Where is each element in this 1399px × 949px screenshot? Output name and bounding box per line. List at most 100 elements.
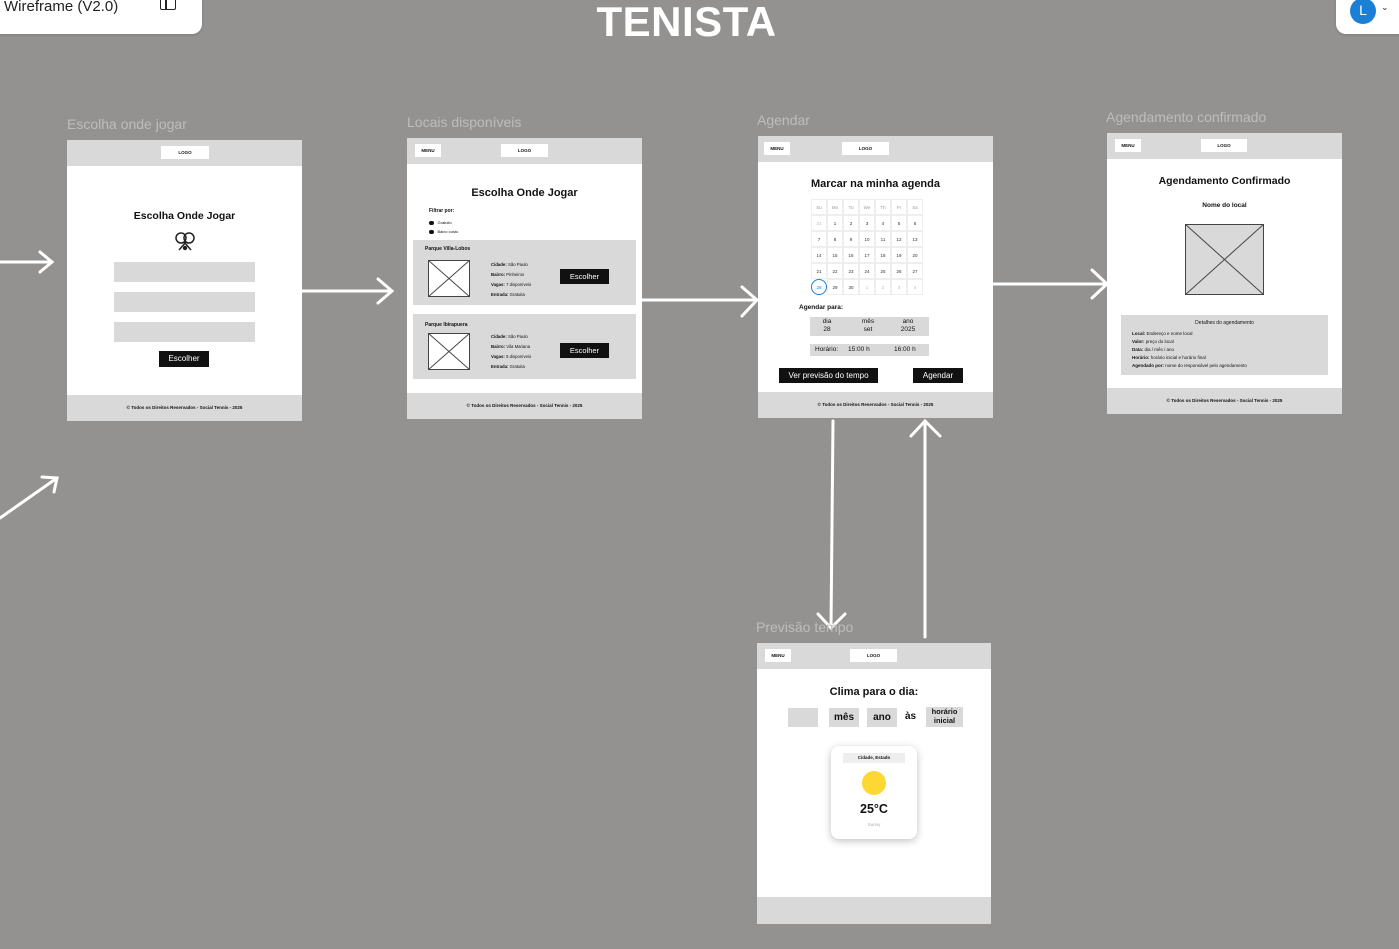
frame-label-previsao[interactable]: Previsão tempo: [756, 619, 854, 635]
calendar-weekday: Su: [811, 199, 827, 215]
input-field-3[interactable]: [114, 322, 255, 342]
calendar-day-selected[interactable]: 28: [811, 279, 827, 295]
subheading: Nome do local: [1202, 202, 1247, 209]
calendar-day[interactable]: 30: [843, 279, 859, 295]
calendar-day[interactable]: 9: [843, 231, 859, 247]
calendar-day[interactable]: 10: [859, 231, 875, 247]
calendar-day[interactable]: 29: [827, 279, 843, 295]
escolher-button[interactable]: Escolher: [560, 343, 609, 358]
calendar-day[interactable]: 2: [843, 215, 859, 231]
calendar-day[interactable]: 20: [907, 247, 923, 263]
frame-label-agendar[interactable]: Agendar: [757, 112, 810, 128]
ano-field[interactable]: ano: [867, 708, 897, 727]
arrow-agendar-to-previsao: [816, 419, 847, 631]
heading: Escolha Onde Jogar: [133, 210, 236, 222]
footer: © Todos os Direitos Reservados - Social …: [407, 393, 642, 419]
calendar-day[interactable]: 15: [827, 247, 843, 263]
place-name: Parque Villa-Lobos: [425, 246, 471, 252]
agendar-button[interactable]: Agendar: [913, 368, 963, 383]
calendar-day[interactable]: 31: [811, 215, 827, 231]
arrow-bottom-left: [0, 475, 59, 520]
filter-list: Gratuito Baixo custo: [429, 218, 458, 236]
heading: Escolha Onde Jogar: [471, 187, 578, 199]
agendar-para-label: Agendar para:: [799, 304, 844, 311]
frame-label-confirmado[interactable]: Agendamento confirmado: [1106, 109, 1267, 125]
frame-label-escolha[interactable]: Escolha onde jogar: [67, 116, 187, 132]
calendar-day[interactable]: 18: [875, 247, 891, 263]
input-field-2[interactable]: [114, 292, 255, 312]
header: LOGO: [67, 140, 302, 166]
escolher-button[interactable]: Escolher: [159, 351, 209, 367]
calendar-day[interactable]: 13: [907, 231, 923, 247]
calendar-day[interactable]: 6: [907, 215, 923, 231]
heading: Agendamento Confirmado: [1158, 175, 1291, 187]
place-card: Parque Villa-Lobos Cidade: São Paulo Bai…: [413, 240, 636, 305]
calendar-day[interactable]: 7: [811, 231, 827, 247]
place-details: Cidade: São Paulo Bairro: Pinheiros Vaga…: [491, 262, 532, 297]
calendar-day[interactable]: 3: [859, 215, 875, 231]
file-title[interactable]: Wireframe (V2.0): [4, 0, 119, 15]
input-field-1[interactable]: [114, 262, 255, 282]
calendar-day[interactable]: 22: [827, 263, 843, 279]
logo: LOGO: [501, 144, 548, 157]
calendar-day[interactable]: 24: [859, 263, 875, 279]
frame-locais: MENU LOGO Escolha Onde Jogar Filtrar por…: [407, 138, 642, 419]
calendar-day[interactable]: 12: [891, 231, 907, 247]
calendar-day[interactable]: 1: [827, 215, 843, 231]
time-selector[interactable]: Horário: 15:00 h 16:00 h: [810, 344, 929, 356]
calendar-day[interactable]: 3: [891, 279, 907, 295]
file-title-bar[interactable]: Wireframe (V2.0): [0, 0, 202, 34]
calendar-day[interactable]: 17: [859, 247, 875, 263]
menu-button[interactable]: MENU: [1115, 139, 1141, 152]
calendar-day[interactable]: 11: [875, 231, 891, 247]
calendar-day[interactable]: 8: [827, 231, 843, 247]
footer: © Todos os Direitos Reservados - Social …: [67, 395, 302, 421]
heading: Clima para o dia:: [829, 686, 919, 698]
mes-field[interactable]: mês: [829, 708, 859, 727]
menu-button[interactable]: MENU: [765, 649, 791, 662]
place-details: Cidade: São Paulo Bairro: Vila Mariana V…: [491, 334, 532, 369]
avatar[interactable]: L: [1350, 0, 1376, 24]
logo: LOGO: [850, 649, 897, 662]
calendar-day[interactable]: 4: [907, 279, 923, 295]
sun-icon: [862, 771, 886, 795]
footer: © Todos os Direitos Reservados - Social …: [758, 392, 993, 418]
calendar-day[interactable]: 25: [875, 263, 891, 279]
page-title: TENISTA: [596, 0, 777, 45]
calendar-day[interactable]: 5: [891, 215, 907, 231]
calendar-day[interactable]: 27: [907, 263, 923, 279]
calendar-day[interactable]: 26: [891, 263, 907, 279]
calendar-day[interactable]: 4: [875, 215, 891, 231]
frame-label-locais[interactable]: Locais disponíveis: [407, 114, 522, 130]
calendar-day[interactable]: 1: [859, 279, 875, 295]
panel-toggle-icon[interactable]: [160, 0, 176, 10]
ver-previsao-button[interactable]: Ver previsão do tempo: [779, 368, 878, 383]
calendar-weekday: Tu: [843, 199, 859, 215]
place-card: Parque Ibirapuera Cidade: São Paulo Bair…: [413, 314, 636, 379]
arrow-agendar-to-confirmado: [991, 268, 1110, 300]
dia-field[interactable]: [788, 708, 818, 727]
filter-title: Filtrar por:: [429, 208, 455, 214]
calendar-day[interactable]: 16: [843, 247, 859, 263]
menu-button[interactable]: MENU: [415, 144, 441, 157]
escolher-button[interactable]: Escolher: [560, 269, 609, 284]
calendar-weekday: Mo: [827, 199, 843, 215]
user-menu[interactable]: L ⌄: [1336, 0, 1399, 34]
image-placeholder: [428, 260, 470, 297]
calendar-day[interactable]: 2: [875, 279, 891, 295]
header: MENU LOGO: [407, 138, 642, 164]
chevron-down-icon[interactable]: ⌄: [1381, 2, 1389, 12]
image-placeholder: [428, 333, 470, 370]
calendar-day[interactable]: 19: [891, 247, 907, 263]
menu-button[interactable]: MENU: [764, 142, 790, 155]
filter-option[interactable]: Baixo custo: [429, 227, 458, 236]
horario-field[interactable]: horário inicial: [926, 707, 963, 727]
calendar-day[interactable]: 21: [811, 263, 827, 279]
calendar-day[interactable]: 23: [843, 263, 859, 279]
frame-confirmado: MENU LOGO Agendamento Confirmado Nome do…: [1107, 133, 1342, 414]
calendar-day[interactable]: 14: [811, 247, 827, 263]
calendar-weekday: Sa: [907, 199, 923, 215]
filter-option[interactable]: Gratuito: [429, 218, 458, 227]
